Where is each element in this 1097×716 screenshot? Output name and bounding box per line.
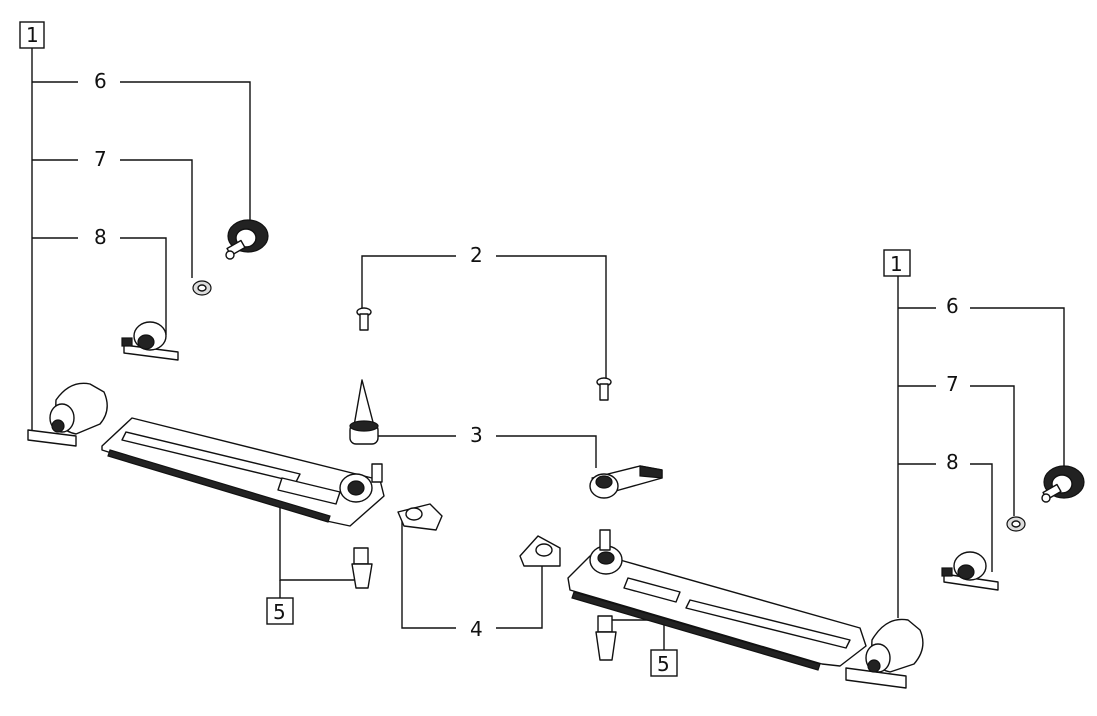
callout-washer-right: 7 [946, 372, 959, 396]
screw-right-part [596, 377, 612, 401]
callout-knob-left: 6 [94, 69, 107, 93]
leader-screw-left [361, 255, 456, 308]
leader-screw-right [496, 255, 607, 378]
callout-plate: 4 [470, 617, 483, 641]
callout-guide-right: 5 [657, 652, 670, 676]
lever-part [589, 465, 663, 499]
callout-group-right: 1 6 7 8 [883, 249, 1065, 618]
leader-clamp-left [120, 237, 167, 335]
leader-clamp-right [970, 463, 993, 572]
callout-group-left: 1 6 7 8 [19, 21, 251, 432]
screw-left-part [356, 307, 372, 331]
callout-assembly-left: 1 [26, 23, 39, 47]
callout-clamp-left: 8 [94, 225, 107, 249]
callout-pin-lever: 3 [470, 423, 483, 447]
callout-box-guide-right [650, 649, 678, 677]
callout-clamp-right: 8 [946, 450, 959, 474]
knob-left-part [225, 219, 269, 260]
washer-left-part [192, 280, 212, 296]
rail-right-part [567, 529, 867, 671]
callout-box-assembly-right [883, 249, 911, 277]
leader-washer-right [970, 385, 1015, 516]
knob-right-part [1041, 465, 1085, 503]
leader-guide-right [612, 619, 665, 650]
end-cap-right-part [845, 618, 924, 689]
callout-assembly-right: 1 [890, 252, 903, 276]
end-cap-left-part [27, 382, 108, 447]
clamp-right-part [941, 551, 999, 591]
callout-knob-right: 6 [946, 294, 959, 318]
callout-screws: 2 [470, 243, 483, 267]
callout-box-guide-left [266, 597, 294, 625]
callout-washer-left: 7 [94, 147, 107, 171]
rail-left-part [101, 417, 385, 527]
callout-guide-left: 5 [273, 600, 286, 624]
leader-washer-left [120, 159, 193, 278]
leader-plate-right [496, 560, 543, 629]
washer-right-part [1006, 516, 1026, 532]
plate-right-part [519, 535, 561, 567]
callout-group-center: 2 3 4 5 5 [266, 243, 678, 677]
guide-pin-left-part [351, 547, 373, 589]
clamp-left-part [121, 321, 179, 361]
plate-left-part [397, 503, 443, 531]
guide-pin-right-part [595, 615, 617, 661]
pin-part [349, 379, 379, 445]
leader-plate-left [401, 520, 456, 629]
leader-knob-left [120, 81, 251, 222]
leader-lever [496, 435, 597, 468]
leader-knob-right [970, 307, 1065, 470]
